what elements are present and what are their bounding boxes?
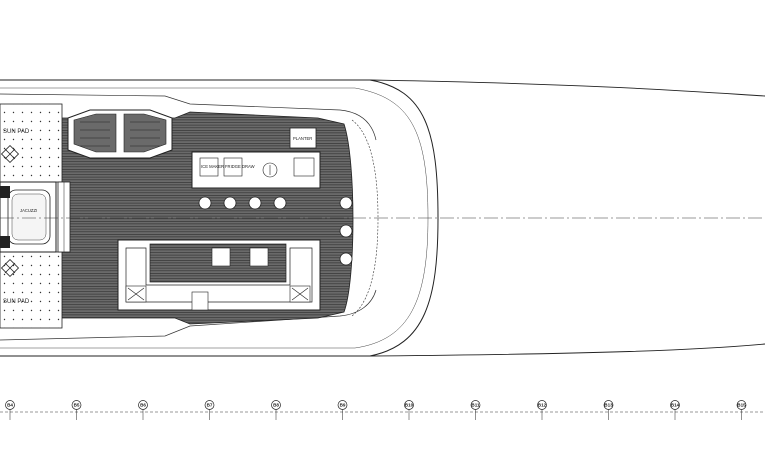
lounge-sofa <box>117 239 321 311</box>
fridge-label: FRIDGE DRAW <box>225 164 255 169</box>
bulwark-bottom <box>0 289 377 341</box>
frame-label: B6 <box>140 403 146 408</box>
cushion-icons <box>0 144 20 278</box>
frame-marker: B6 <box>138 400 148 420</box>
stairs-port <box>67 109 173 159</box>
frame-marker: B5 <box>71 400 82 420</box>
frame-label: B12 <box>538 403 547 408</box>
frame-marker: B15 <box>736 400 747 420</box>
frame-label: B13 <box>604 403 613 408</box>
planter-label: PLANTER <box>293 136 312 141</box>
frame-markers: B4 B5 B6 B7 B8 B9 B10 B11 B12 B13 B14 B15 <box>5 400 747 420</box>
sun-pad-top-label: SUN PAD <box>3 129 30 135</box>
frame-label: B10 <box>405 403 414 408</box>
frame-label: B14 <box>671 403 680 408</box>
frame-marker: B12 <box>537 400 547 420</box>
jacuzzi-label: JACUZZI <box>20 208 37 213</box>
coaming-right <box>351 119 379 317</box>
frame-marker: B8 <box>271 400 281 420</box>
frame-label: B4 <box>7 403 13 408</box>
frame-marker: B14 <box>670 400 680 420</box>
frame-marker: B13 <box>603 400 614 420</box>
frame-marker: B4 <box>5 400 15 420</box>
frame-label: B8 <box>273 403 279 408</box>
hull-outline <box>0 79 439 357</box>
frame-marker: B10 <box>404 400 414 420</box>
frame-marker: B7 <box>204 400 215 420</box>
bow-outline-lower <box>369 343 765 357</box>
sun-pad-bottom-label: SUN PAD <box>3 299 30 305</box>
jacuzzi <box>0 181 71 253</box>
bulwark-top <box>0 93 377 141</box>
bar-counter <box>191 151 321 189</box>
frame-label: B5 <box>74 403 80 408</box>
frame-label: B9 <box>340 403 346 408</box>
frame-label: B7 <box>207 403 213 408</box>
frame-marker: B9 <box>337 400 348 420</box>
ice-maker-label: ICE MAKER <box>201 164 224 169</box>
frame-label: B15 <box>737 403 746 408</box>
bow-outline <box>369 79 765 97</box>
frame-label: B11 <box>471 403 480 408</box>
planter <box>289 127 317 149</box>
stools <box>198 196 353 266</box>
frame-marker: B11 <box>470 400 481 420</box>
